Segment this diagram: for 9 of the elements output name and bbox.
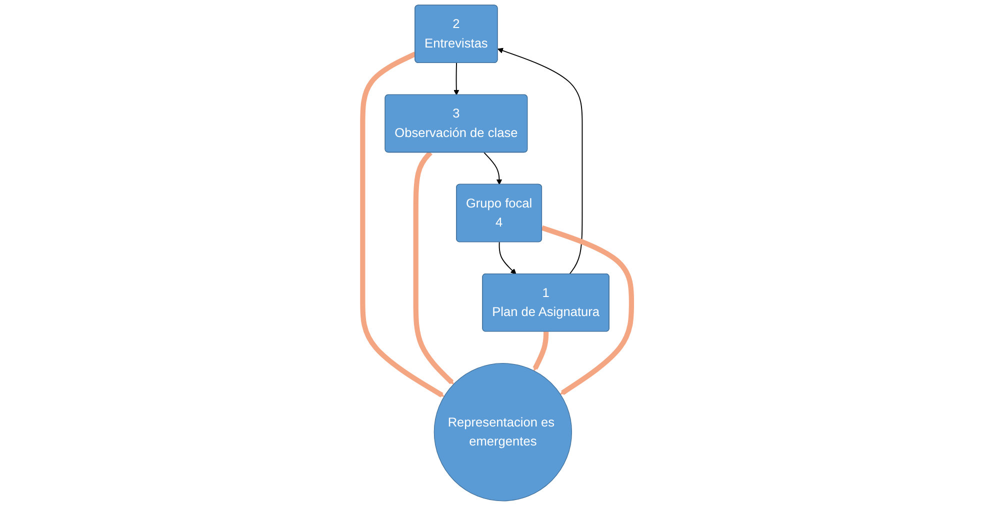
- arrow: [454, 62, 460, 96]
- arrow: [484, 152, 502, 185]
- node-circle: Representacion es emergentes: [434, 363, 572, 502]
- arrow: [533, 332, 550, 371]
- arrow: [499, 242, 517, 274]
- arrow: [542, 225, 634, 395]
- arrow: [360, 52, 445, 398]
- arrow: [414, 150, 454, 384]
- arrow: [498, 48, 584, 275]
